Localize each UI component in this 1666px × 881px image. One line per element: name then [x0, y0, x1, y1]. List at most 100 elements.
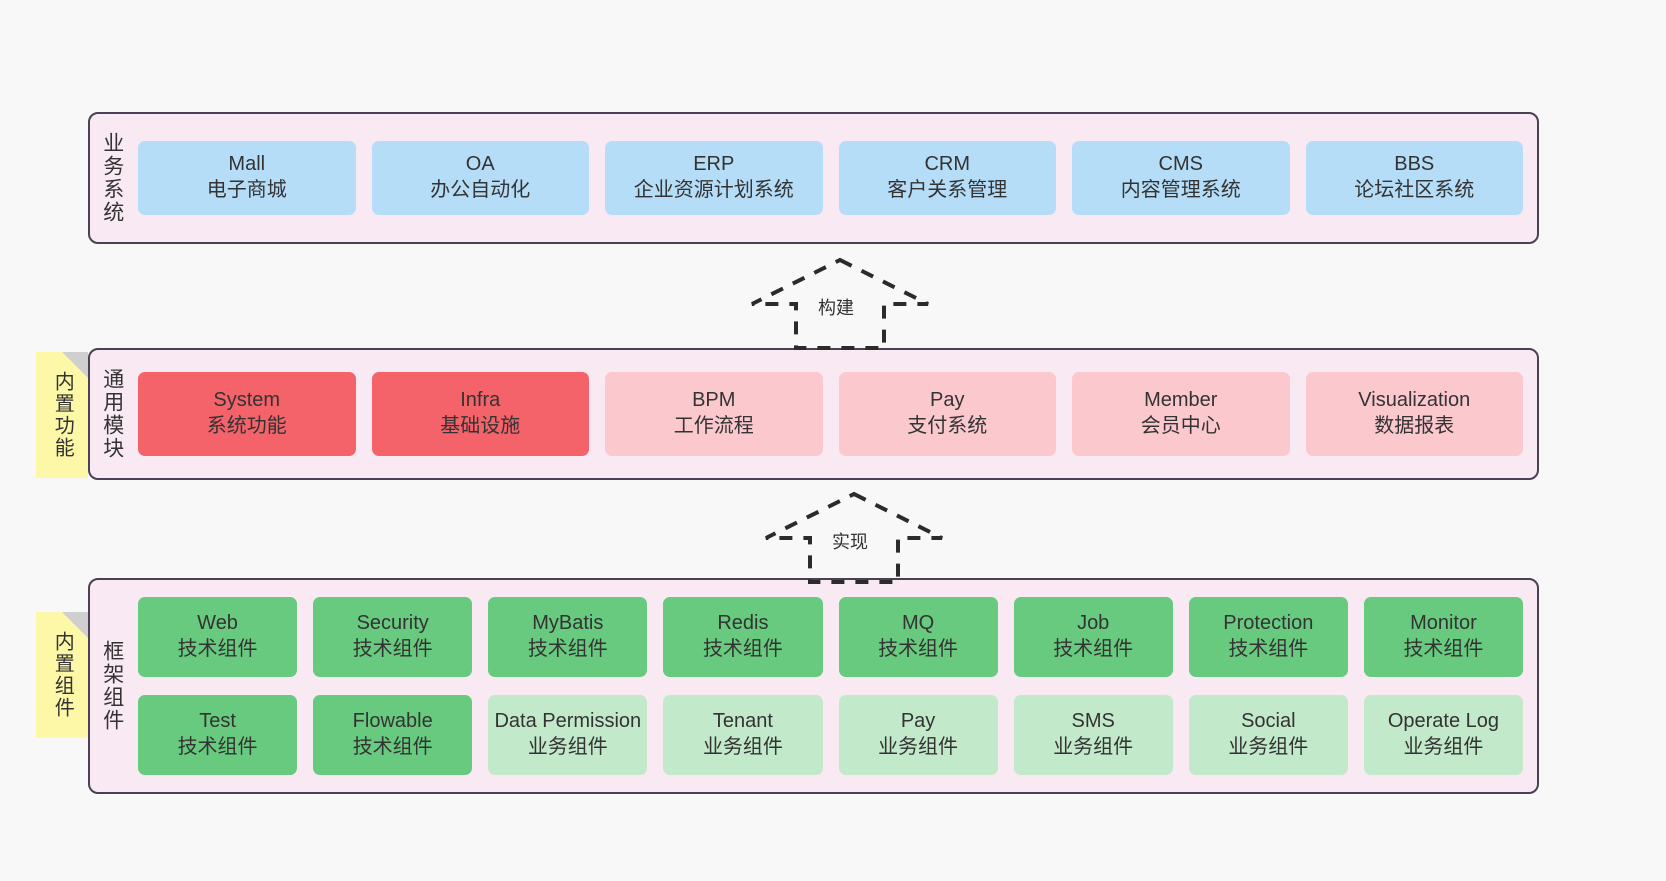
card-desc: 内容管理系统	[1120, 179, 1241, 201]
card-desc: 基础设施	[440, 415, 521, 437]
card-desc: 技术组件	[527, 638, 608, 660]
card-desc: 技术组件	[352, 736, 433, 758]
card-desc: 系统功能	[206, 415, 287, 437]
arrow-build-label: 构建	[816, 294, 856, 320]
card-desc: 数据报表	[1374, 415, 1455, 437]
card-desc: 办公自动化	[430, 179, 531, 201]
card-name: MQ	[901, 612, 935, 635]
dashed-hollow-triangle-up-icon	[765, 491, 943, 584]
card-name: Mall	[228, 153, 266, 176]
card-desc: 技术组件	[177, 736, 258, 758]
card-name: CMS	[1158, 153, 1203, 176]
card-desc: 技术组件	[878, 638, 959, 660]
note-fold-corner-icon	[62, 352, 88, 378]
card-system[interactable]: System 系统功能	[138, 372, 356, 456]
card-social[interactable]: Social 业务组件	[1188, 695, 1348, 775]
card-desc: 业务组件	[1053, 736, 1134, 758]
card-desc: 支付系统	[907, 415, 988, 437]
card-name: System	[213, 389, 281, 412]
card-name: Member	[1144, 389, 1218, 412]
card-name: BPM	[692, 389, 736, 412]
card-pay[interactable]: Pay 支付系统	[838, 372, 1056, 456]
layer-title-business: 业务系统	[100, 132, 124, 224]
card-desc: 技术组件	[1403, 638, 1484, 660]
card-name: Pay	[930, 389, 965, 412]
card-name: Social	[1241, 710, 1296, 733]
sticky-note-builtin-features: 内置功能	[36, 352, 88, 478]
card-mybatis[interactable]: MyBatis 技术组件	[488, 597, 648, 677]
card-name: Protection	[1223, 612, 1314, 635]
card-mall[interactable]: Mall 电子商城	[138, 141, 356, 215]
arrow-build: 构建	[751, 256, 929, 350]
card-desc: 技术组件	[352, 638, 433, 660]
card-security[interactable]: Security 技术组件	[313, 597, 473, 677]
layer-title-frame: 框架组件	[100, 640, 124, 732]
arrow-implement: 实现	[765, 490, 943, 584]
card-desc: 业务组件	[1403, 736, 1484, 758]
card-bpm[interactable]: BPM 工作流程	[605, 372, 823, 456]
card-name: CRM	[924, 153, 971, 176]
layer-common-modules: 通用模块 System 系统功能 Infra 基础设施 BPM 工作流程 Pay 支付系统 Me…	[88, 348, 1539, 480]
card-cms[interactable]: CMS 内容管理系统	[1072, 141, 1290, 215]
card-mq[interactable]: MQ 技术组件	[838, 597, 998, 677]
card-name: Pay	[900, 710, 936, 733]
card-name: ERP	[693, 153, 735, 176]
card-name: Infra	[460, 389, 501, 412]
note-fold-corner-icon	[62, 612, 88, 638]
card-crm[interactable]: CRM 客户关系管理	[838, 141, 1056, 215]
card-desc: 工作流程	[673, 415, 754, 437]
card-name: Operate Log	[1387, 710, 1500, 733]
card-desc: 业务组件	[1228, 736, 1309, 758]
card-name: BBS	[1394, 153, 1435, 176]
card-flowable[interactable]: Flowable 技术组件	[313, 695, 473, 775]
card-infra[interactable]: Infra 基础设施	[371, 372, 589, 456]
card-desc: 电子商城	[206, 179, 287, 201]
card-visualization[interactable]: Visualization 数据报表	[1305, 372, 1523, 456]
card-name: Monitor	[1410, 612, 1477, 635]
card-desc: 技术组件	[1228, 638, 1309, 660]
card-name: Security	[356, 612, 429, 635]
arrow-implement-label: 实现	[830, 528, 870, 554]
card-desc: 业务组件	[527, 736, 608, 758]
card-bbs[interactable]: BBS 论坛社区系统	[1305, 141, 1523, 215]
card-desc: 技术组件	[1053, 638, 1134, 660]
card-name: Tenant	[712, 710, 773, 733]
card-oa[interactable]: OA 办公自动化	[371, 141, 589, 215]
card-name: Visualization	[1358, 389, 1471, 412]
card-data-permission[interactable]: Data Permission 业务组件	[488, 695, 648, 775]
card-name: MyBatis	[532, 612, 604, 635]
card-name: OA	[465, 153, 495, 176]
card-redis[interactable]: Redis 技术组件	[663, 597, 823, 677]
card-name: Flowable	[352, 710, 433, 733]
layer-title-common: 通用模块	[100, 368, 124, 460]
card-desc: 客户关系管理	[887, 179, 1008, 201]
card-name: SMS	[1071, 710, 1115, 733]
card-desc: 技术组件	[702, 638, 783, 660]
card-monitor[interactable]: Monitor 技术组件	[1363, 597, 1523, 677]
dashed-hollow-triangle-up-icon	[751, 257, 929, 350]
card-operate-log[interactable]: Operate Log 业务组件	[1363, 695, 1523, 775]
sticky-note-label: 内置组件	[51, 631, 74, 719]
card-protection[interactable]: Protection 技术组件	[1188, 597, 1348, 677]
card-name: Redis	[717, 612, 769, 635]
sticky-note-builtin-components: 内置组件	[36, 612, 88, 738]
card-desc: 论坛社区系统	[1354, 179, 1475, 201]
card-name: Data Permission	[494, 710, 642, 733]
card-sms[interactable]: SMS 业务组件	[1013, 695, 1173, 775]
